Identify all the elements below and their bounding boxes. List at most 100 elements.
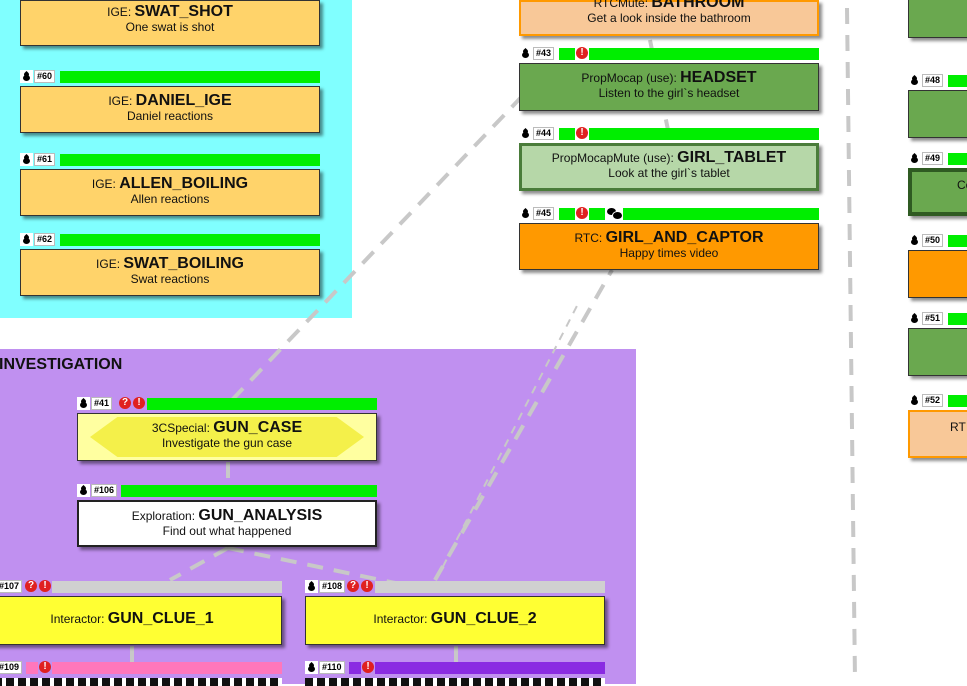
progress-bar <box>559 128 575 140</box>
node-48[interactable]: #48 <box>908 74 967 138</box>
node-box: IGE: DANIEL_IGE Daniel reactions <box>20 86 320 133</box>
node-51[interactable]: #51 <box>908 312 967 376</box>
node-name: GUN_CLUE_2 <box>430 610 537 627</box>
progress-bar <box>60 71 320 83</box>
node-name: ALLEN_BOILING <box>119 175 249 192</box>
node-type: Exploration <box>131 509 192 523</box>
drop-icon <box>908 394 921 407</box>
node-49[interactable]: #49 Co <box>908 152 967 216</box>
node-box: IGE: SWAT_BOILING Swat reactions <box>20 249 320 296</box>
drop-icon <box>305 580 318 593</box>
node-id: #43 <box>533 47 555 60</box>
progress-bar <box>948 153 967 165</box>
progress-bar <box>52 581 282 593</box>
node-id: #48 <box>922 74 944 87</box>
node-box: PropMocapMute (use): GIRL_TABLET Look at… <box>519 143 819 191</box>
node-shape <box>90 417 364 457</box>
progress-bar <box>26 662 38 674</box>
node-name: DANIEL_IGE <box>135 92 232 109</box>
node-id: #61 <box>34 153 56 166</box>
drop-icon <box>519 207 532 220</box>
node-name: GIRL_TABLET <box>677 149 787 166</box>
node-106[interactable]: #106 Exploration: GUN_ANALYSIS Find out … <box>77 484 377 547</box>
progress-bar <box>948 235 967 247</box>
node-41[interactable]: #41 ? ! 3CSpecial: GUN_CASE Investigate … <box>77 397 377 461</box>
node-swat-shot[interactable]: IGE: SWAT_SHOT One swat is shot <box>20 0 320 46</box>
progress-bar <box>375 662 605 674</box>
drop-icon <box>519 47 532 60</box>
region-title-investigation: INVESTIGATION <box>0 356 123 373</box>
node-top-right[interactable] <box>908 0 967 38</box>
node-52[interactable]: #52 RT <box>908 394 967 458</box>
drop-icon <box>77 484 90 497</box>
node-110[interactable]: #110 ! <box>305 661 605 686</box>
progress-bar <box>589 128 819 140</box>
node-desc: One swat is shot <box>125 20 215 34</box>
drop-icon <box>20 153 33 166</box>
link-gun-analysis-to-clue2 <box>227 546 401 586</box>
node-type: PropMocapMute (use) <box>551 151 671 165</box>
node-box: 3CSpecial: GUN_CASE Investigate the gun … <box>77 413 377 461</box>
node-header: #45 ! <box>519 207 819 220</box>
node-box: RTC: GIRL_AND_CAPTOR Happy times video <box>519 223 819 270</box>
node-box <box>908 250 967 298</box>
chat-icon <box>606 207 623 220</box>
node-box-edge <box>0 678 282 686</box>
node-box <box>908 328 967 376</box>
node-type: Interactor <box>50 612 102 626</box>
node-107[interactable]: #107 ? ! Interactor: GUN_CLUE_1 <box>0 580 282 645</box>
node-header: #50 <box>908 234 967 247</box>
link-right-column <box>845 7 857 681</box>
alert-icon: ! <box>576 207 588 219</box>
progress-bar <box>589 208 605 220</box>
node-desc: Investigate the gun case <box>161 436 293 450</box>
node-id: #51 <box>922 312 944 325</box>
node-desc: Find out what happened <box>162 524 292 538</box>
node-id: #107 <box>0 580 23 593</box>
node-type: IGE <box>96 257 117 271</box>
node-bathroom[interactable]: RTCMute: BATHROOM Get a look inside the … <box>519 0 819 36</box>
progress-bar <box>121 485 377 497</box>
node-id: #108 <box>319 580 346 593</box>
node-desc: Happy times video <box>619 246 719 260</box>
node-50[interactable]: #50 <box>908 234 967 298</box>
alert-icon: ! <box>39 661 51 673</box>
node-name: BATHROOM <box>651 0 745 11</box>
alert-icon: ! <box>39 580 51 592</box>
progress-bar <box>589 48 819 60</box>
alert-icon: ! <box>361 580 373 592</box>
drop-icon <box>20 233 33 246</box>
node-43[interactable]: #43 ! PropMocap (use): HEADSET Listen to… <box>519 47 819 111</box>
node-44[interactable]: #44 ! PropMocapMute (use): GIRL_TABLET L… <box>519 127 819 191</box>
alert-icon: ! <box>576 127 588 139</box>
alert-icon: ! <box>576 47 588 59</box>
node-109[interactable]: #109 ! <box>0 661 282 686</box>
progress-bar <box>948 313 967 325</box>
node-id: #60 <box>34 70 56 83</box>
node-45[interactable]: #45 ! RTC: GIRL_AND_CAPTOR Happy times v… <box>519 207 819 270</box>
node-name: SWAT_BOILING <box>123 255 244 272</box>
node-header: #109 ! <box>0 661 282 674</box>
drop-icon <box>519 127 532 140</box>
node-box <box>908 0 967 38</box>
node-box-edge <box>305 678 605 686</box>
link-gun-analysis-to-clue1 <box>169 546 229 582</box>
node-61[interactable]: #61 IGE: ALLEN_BOILING Allen reactions <box>20 153 320 216</box>
node-type: 3CSpecial <box>151 421 207 435</box>
node-desc: Listen to the girl`s headset <box>598 86 740 100</box>
node-type: PropMocap (use) <box>581 71 674 85</box>
node-name: GUN_CASE <box>213 419 303 436</box>
node-header: #62 <box>20 233 320 246</box>
node-header: #61 <box>20 153 320 166</box>
node-108[interactable]: #108 ? ! Interactor: GUN_CLUE_2 <box>305 580 605 645</box>
node-header: #49 <box>908 152 967 165</box>
progress-bar <box>559 48 575 60</box>
node-desc: Daniel reactions <box>126 109 214 123</box>
node-60[interactable]: #60 IGE: DANIEL_IGE Daniel reactions <box>20 70 320 133</box>
progress-bar <box>349 662 361 674</box>
link-gun-clue2-to-girl-and-captor <box>433 269 614 581</box>
node-62[interactable]: #62 IGE: SWAT_BOILING Swat reactions <box>20 233 320 296</box>
progress-bar <box>559 208 575 220</box>
link-gun-case-to-headset <box>230 86 532 402</box>
progress-bar <box>60 154 320 166</box>
